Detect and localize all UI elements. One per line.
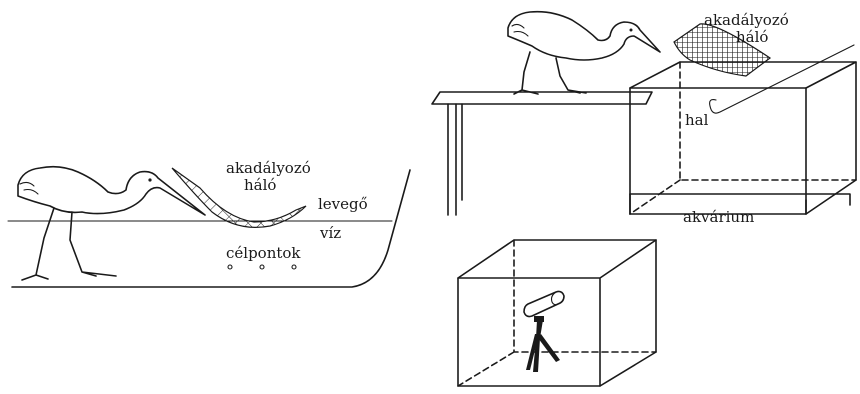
left-net-label-line1: akadályozó (226, 159, 311, 177)
target-dot (291, 264, 297, 270)
right-bottom-scene (457, 239, 657, 387)
target-dot (227, 264, 233, 270)
fish-label: hal (685, 111, 709, 129)
aquarium-label: akvárium (683, 208, 754, 226)
tank-outline (11, 169, 411, 288)
fish-line (709, 44, 855, 114)
heron-icon (507, 10, 661, 95)
target-dot (259, 264, 265, 270)
camera-box (457, 239, 657, 387)
heron-icon (17, 165, 206, 281)
aquarium (629, 61, 857, 215)
water-label: víz (319, 224, 341, 242)
left-scene: akadályozó háló levegő víz célpontok (7, 159, 411, 288)
tripod-icon (526, 320, 560, 372)
air-label: levegő (318, 195, 368, 213)
left-net-label-line2: háló (244, 176, 276, 194)
camera-icon (523, 290, 565, 322)
right-top-scene: akadályozó háló hal akvárium (431, 10, 857, 226)
table (431, 91, 653, 216)
target-dots (227, 264, 297, 270)
right-net-label-line1: akadályozó (704, 11, 789, 29)
targets-label: célpontok (226, 244, 301, 262)
net-icon (673, 23, 772, 77)
net-icon (171, 167, 307, 228)
right-net-label-line2: háló (736, 28, 768, 46)
